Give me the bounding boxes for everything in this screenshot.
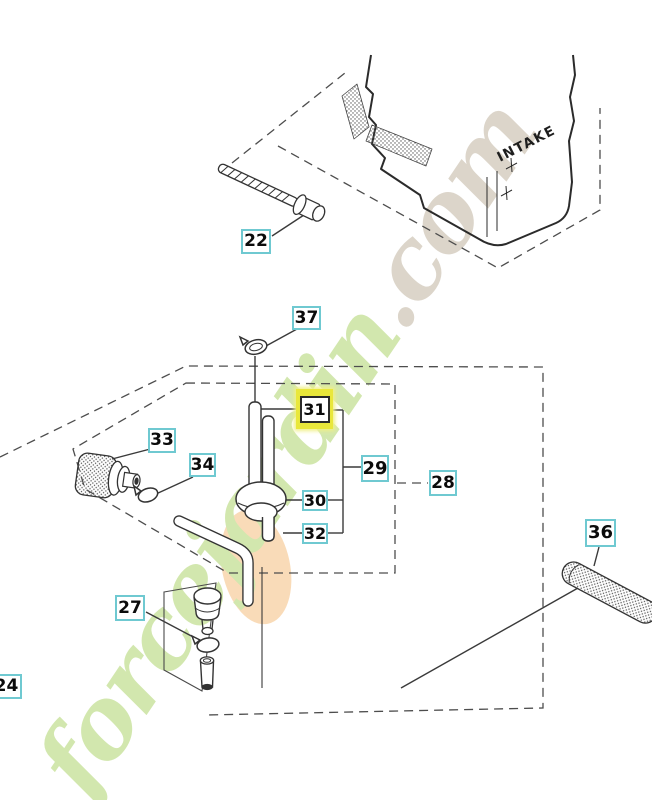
fuel-line-core [174,516,253,606]
part-callout-37[interactable]: 37 [292,306,321,330]
filter-element-end-line [568,564,580,584]
fuel-grommet-assembly [235,401,287,542]
leader-36 [593,546,600,567]
fuel-filter-33 [74,452,141,499]
inner-box [72,382,396,574]
bolt-part [217,163,326,222]
clip-34-ring [137,487,159,503]
bolt-head-tip [312,205,326,222]
outer-box [0,365,544,716]
breather-assembly [163,582,222,692]
part-callout-32[interactable]: 32 [302,523,328,544]
breather-pipe-body [199,660,215,688]
leader-27 [145,611,198,640]
breather-cap-neck [201,619,214,630]
part-callout-24[interactable]: 24 [0,674,22,699]
breather-clamp-tab [190,634,202,646]
filter-nipple-hole [134,477,139,485]
grommet-collar [244,502,278,522]
part-callout-36[interactable]: 36 [585,519,616,547]
breather-pipe-mouth-inner [202,658,212,663]
clamp-37-ring-inner [249,342,263,352]
tank-box-edges [277,108,601,269]
clip-34-tab [132,484,143,497]
filter-element-body [561,561,652,624]
breather-pipe-bottom [201,683,213,691]
dashed-assembly-lines [0,72,601,716]
part-callout-27[interactable]: 27 [115,595,145,621]
tank-outline [365,54,576,247]
part-36-assembly-line [400,587,579,689]
breather-cap [193,587,222,636]
filter-element-36 [561,561,652,624]
site-watermark: forcejardin.com [10,81,559,800]
retainer-clip-34 [132,484,159,503]
fuel-line-elbow [173,515,254,607]
bolt-head-flange [292,194,307,216]
part-callout-28[interactable]: 28 [429,470,457,496]
breather-cap-section-line [194,607,221,613]
pipe-tall-31 [248,401,262,489]
clamp-37-tab [238,335,250,347]
tank-mount-stipple-upper [341,83,370,140]
hose-clamp-37 [238,335,268,356]
bolt-threads [220,165,290,202]
tank-box-ray [231,72,346,164]
leader-34 [155,476,194,495]
breather-cap-tip [201,626,214,636]
part-callout-30[interactable]: 30 [302,490,328,511]
pipe-short-lower-end [261,517,275,542]
part-callout-29[interactable]: 29 [361,455,389,482]
leader-22 [271,212,308,237]
part-callout-33[interactable]: 33 [148,428,176,453]
part-callout-34[interactable]: 34 [189,453,216,477]
tank-pickup-lines [486,157,518,237]
leader-37 [265,328,298,347]
tank-mount-stipple-lower [365,124,433,167]
breather-pipe [199,656,215,691]
part-callout-22[interactable]: 22 [241,229,271,254]
breather-clamp-ring [196,637,220,653]
watermark-text: forcejardin.com [10,81,559,800]
breather-assembly-box [163,582,217,692]
breather-cap-top [193,587,222,605]
part-callout-31-highlight[interactable]: 31 [296,389,333,429]
breather-clamp [190,634,220,653]
part-callout-31[interactable]: 31 [299,395,330,423]
